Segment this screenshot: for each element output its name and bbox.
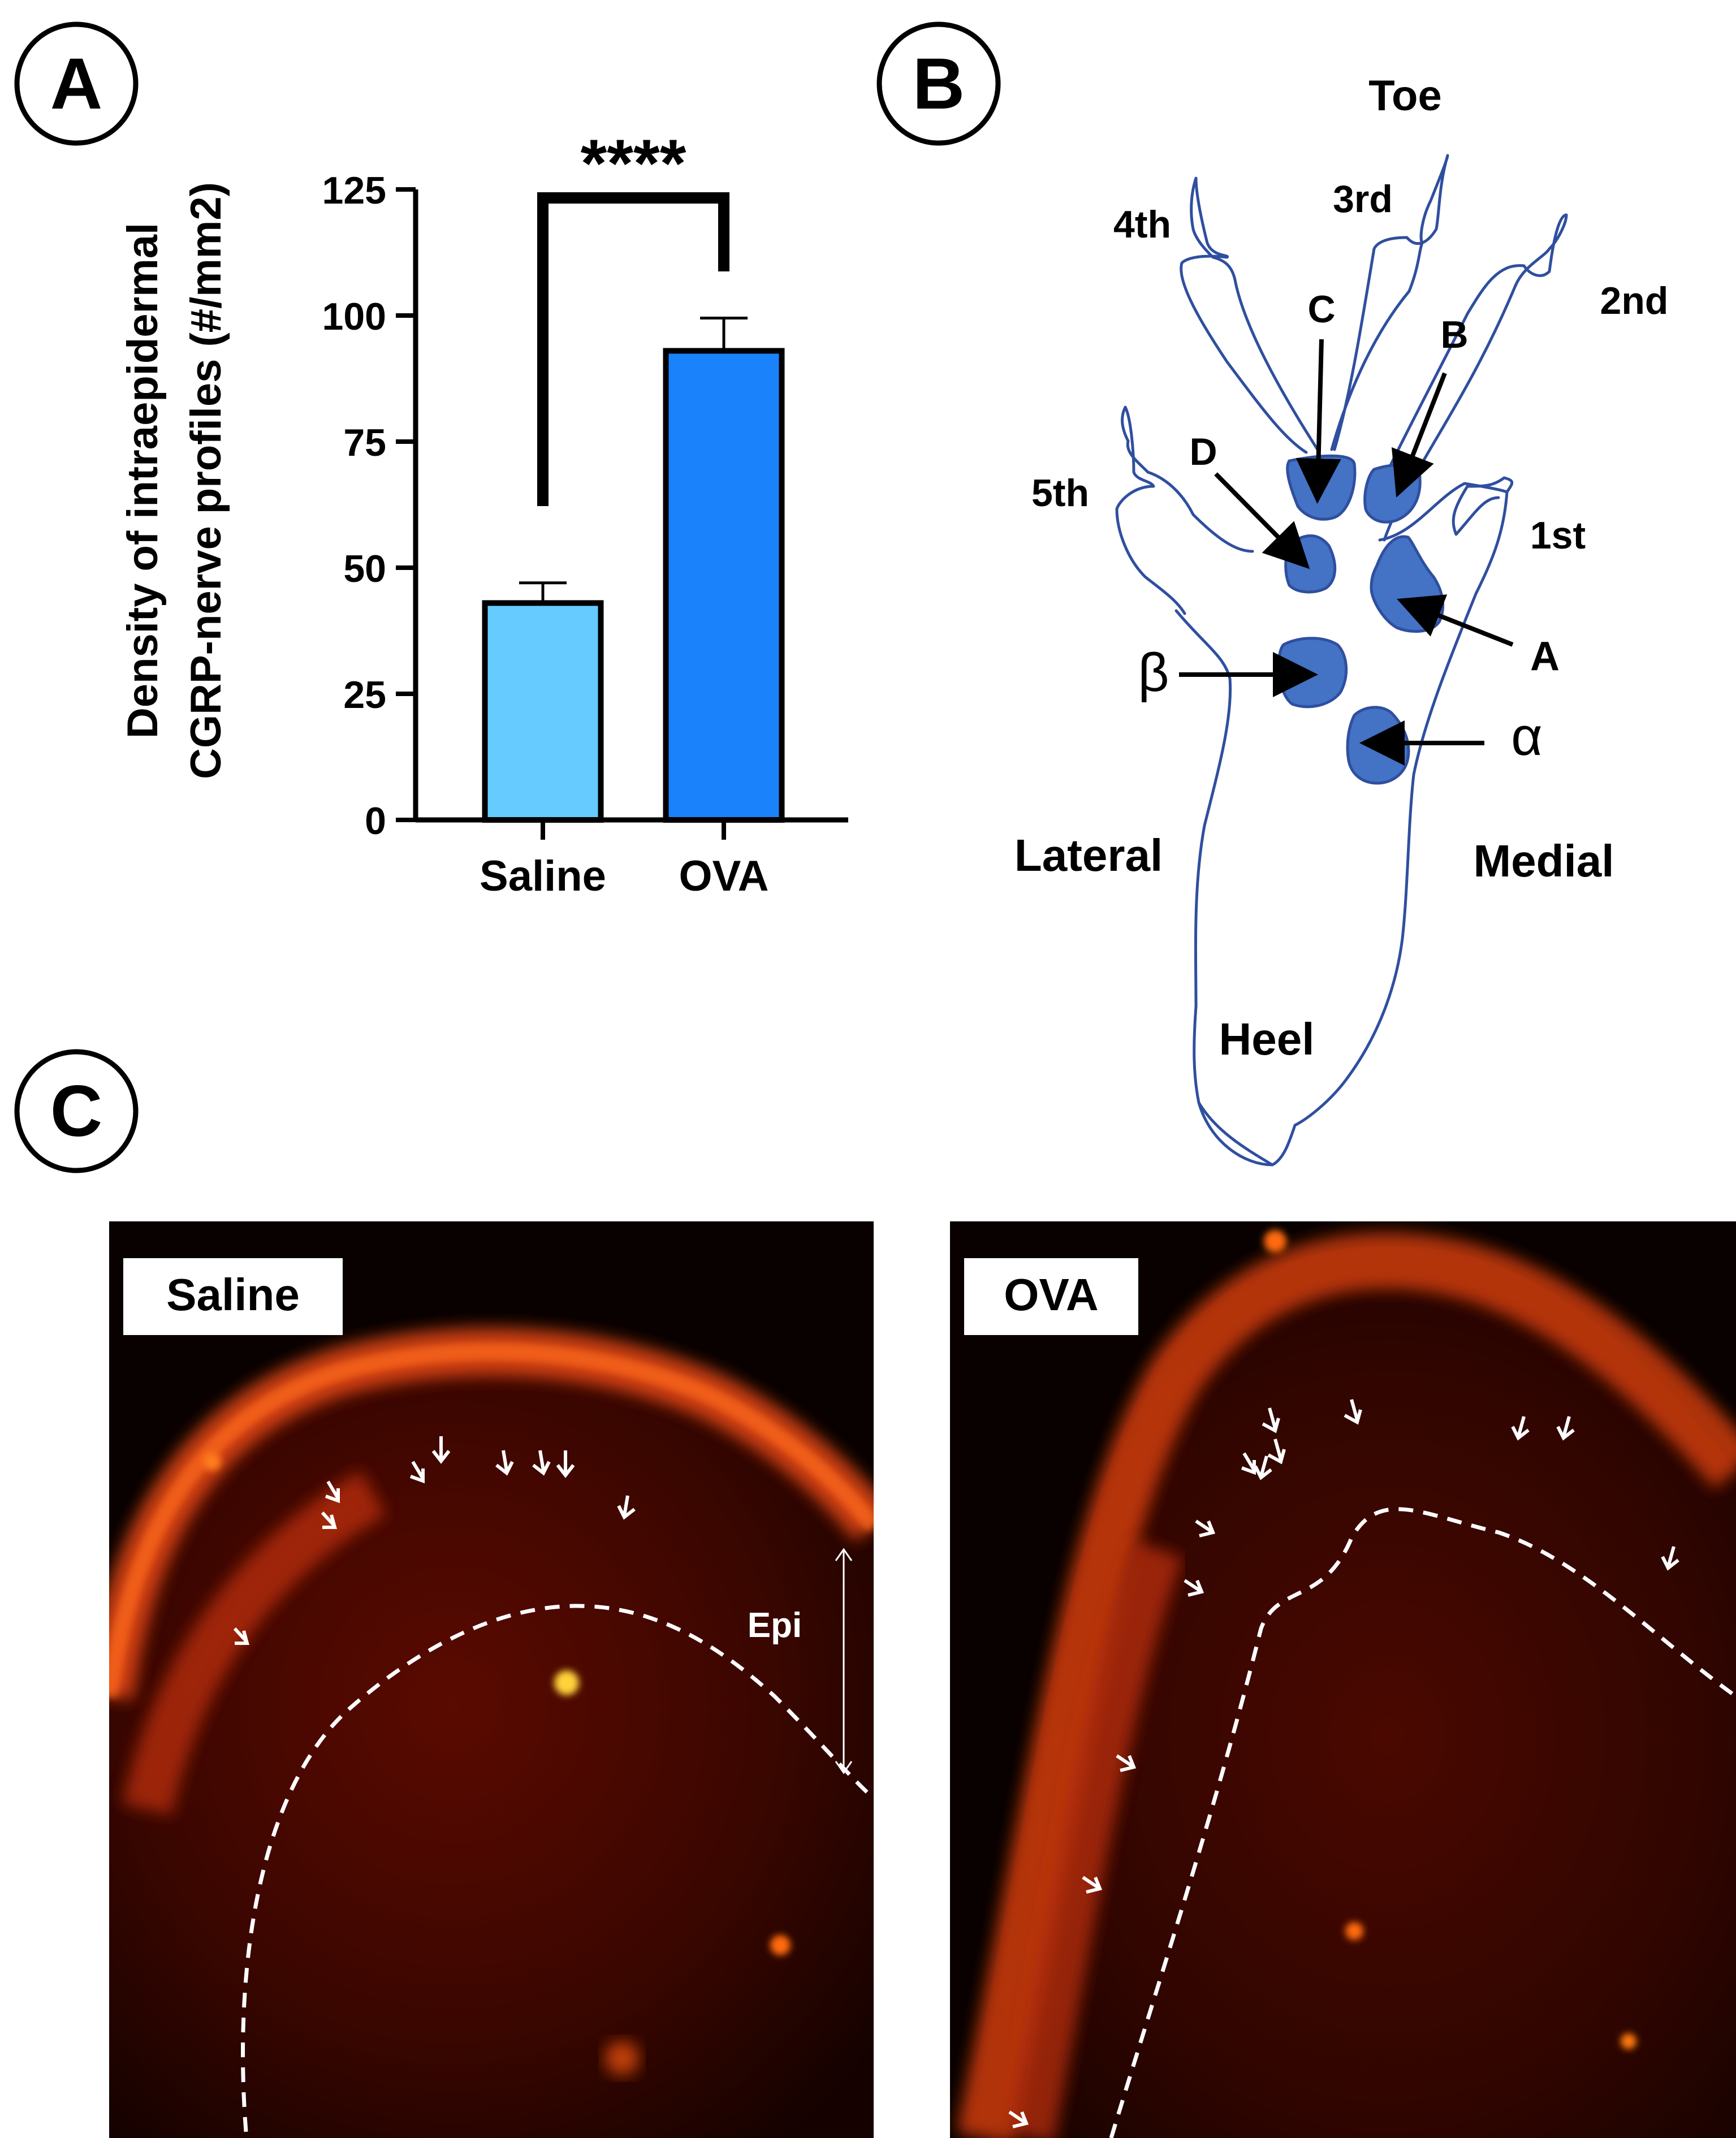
left-edge-glow-ova [1004, 1540, 1184, 2138]
arrow-b [1392, 372, 1447, 498]
bar-ova [663, 348, 785, 823]
bright-spot-saline-1 [554, 1670, 579, 1695]
nerve-arrows-saline [233, 1436, 636, 1645]
epi-label: Epi [748, 1606, 802, 1645]
heel-curve [1197, 1101, 1274, 1167]
panel-b-circle [876, 21, 1001, 146]
sole-outline [1174, 490, 1509, 1167]
paw-outline [1115, 154, 1568, 1167]
toe-4-outline [1180, 176, 1319, 454]
arrow-c [1295, 339, 1341, 504]
x-tick-label-saline: Saline [480, 852, 606, 900]
y-axis-label-line-1: Density of intraepidermal [119, 223, 167, 738]
pad-c [1286, 454, 1357, 521]
pad-b-label: B [1440, 313, 1468, 356]
dermal-epidermal-boundary-ova [1109, 1507, 1736, 2138]
pads [1277, 454, 1445, 785]
micrograph-ova: OVA [950, 1221, 1736, 2138]
significance-stars: **** [581, 126, 686, 201]
y-axis-label-line-2: CGRP-nerve profiles (#/mm2) [182, 182, 230, 779]
saline-title: Saline [166, 1269, 300, 1320]
bright-spot-ova-2 [1345, 1922, 1363, 1940]
y-tick-label-125: 125 [322, 169, 386, 212]
epidermis-edge-saline [109, 1343, 874, 1698]
pad-a-label: A [1530, 634, 1560, 679]
lateral-label: Lateral [1014, 830, 1163, 880]
digit-4-label: 4th [1113, 203, 1171, 246]
panel-a: A Density of intraepidermal CGRP-nerve p… [14, 21, 848, 900]
paw-labels: Toe 3rd 4th 2nd 5th 1st C B D A β α Late… [1014, 72, 1669, 1064]
epi-arrowheads [835, 1548, 853, 1774]
panel-c-circle [14, 1049, 139, 1173]
y-tick-label-50: 50 [343, 547, 386, 590]
arrow-a [1397, 594, 1514, 647]
bright-spot-saline-2 [203, 1453, 221, 1471]
panel-c-label: C [50, 1071, 102, 1152]
micrograph-saline: Epi Saline [109, 1221, 874, 2138]
pad-alpha-label: α [1511, 706, 1543, 767]
panel-a-circle [14, 21, 139, 146]
arrow-d [1214, 472, 1310, 569]
pad-c-label: C [1307, 288, 1335, 331]
bar-saline [482, 600, 604, 823]
ova-title: OVA [1004, 1269, 1098, 1320]
pad-d-label: D [1189, 430, 1217, 473]
y-tick-label-75: 75 [343, 421, 386, 464]
epi-indicator-saline: Epi [748, 1548, 853, 1774]
toe-1-outline [1378, 476, 1514, 542]
y-tick-label-25: 25 [343, 673, 386, 716]
panel-c: C [14, 1049, 1736, 2138]
digit-1-label: 1st [1530, 514, 1586, 557]
pad-a [1370, 535, 1445, 633]
panel-b-label: B [913, 44, 965, 124]
digit-5-label: 5th [1031, 472, 1089, 515]
ova-title-box [964, 1258, 1138, 1335]
saline-title-box [123, 1258, 343, 1335]
toe-2-outline [1367, 213, 1568, 542]
y-tick-label-0: 0 [365, 800, 386, 843]
dermal-epidermal-boundary-saline [241, 1604, 874, 2132]
left-edge-glow-saline [122, 1470, 386, 1815]
digit-2-label: 2nd [1600, 279, 1669, 322]
pad-d [1284, 534, 1337, 594]
nerve-arrows-ova [1008, 1399, 1679, 2128]
significance-bracket [537, 192, 729, 506]
pad-beta-label: β [1138, 642, 1169, 703]
bright-spot-saline-4 [605, 2041, 639, 2075]
bright-spot-saline-3 [770, 1935, 791, 1955]
panel-a-label: A [50, 44, 102, 124]
pad-arrows [1179, 339, 1514, 766]
toe-3-outline [1330, 154, 1449, 451]
bright-spot-ova-3 [1621, 2033, 1636, 2049]
epidermis-band-ova [956, 1232, 1736, 2138]
toe-5-outline [1115, 405, 1254, 615]
y-tick-label-100: 100 [322, 295, 386, 338]
digit-3-label: 3rd [1333, 178, 1393, 221]
bright-spot-ova-1 [1264, 1230, 1286, 1252]
panel-b: B [876, 21, 1669, 1167]
x-tick-label-ova: OVA [679, 852, 768, 900]
toe-label: Toe [1368, 72, 1441, 120]
pad-b [1363, 463, 1422, 524]
heel-label: Heel [1219, 1014, 1315, 1064]
medial-label: Medial [1474, 836, 1614, 886]
